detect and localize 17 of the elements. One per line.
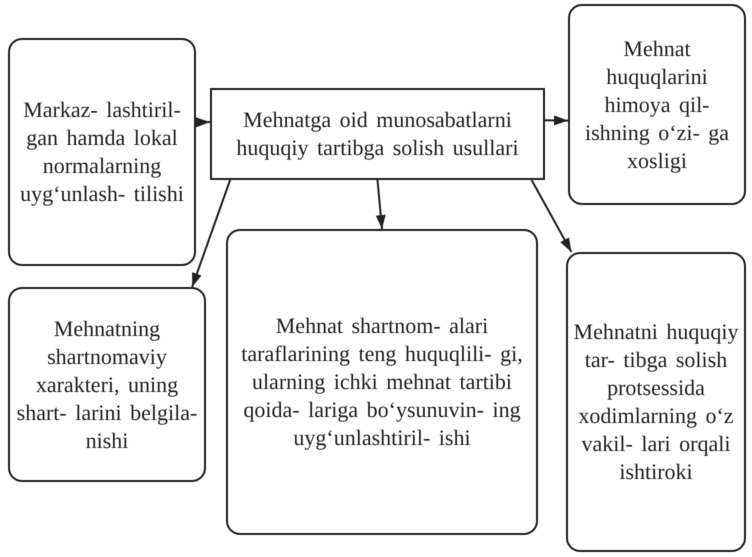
rounded-box (8, 287, 206, 482)
node-text: Mehnatning shartnomaviy xarakteri, uning shart- larini belgila- nishi (16, 314, 198, 454)
arrow (544, 115, 568, 126)
node-text: Mehnatga oid munosabatlarni huquqiy tartibga solish usullari (235, 106, 520, 162)
rounded-box (566, 252, 746, 552)
arrow (376, 180, 386, 230)
rounded-box (568, 4, 746, 205)
node-text: Markaz- lashtiril-gan hamda lokal normalarning uyg‘unlash- tilishi (19, 96, 185, 208)
arrow (191, 180, 232, 288)
rounded-box (8, 38, 196, 266)
process-box (210, 88, 545, 180)
arrow (530, 180, 572, 252)
node-text: Mehnat huquqlarini himoya qil- ishning o‘zi- ga xosligi (584, 34, 730, 174)
node-text: Mehnat shartnom- alari taraflarining teng huquqlili- gi, ularning ichki mehnat tartibi qoida- lariga bo‘ysunuvin- ing uyg‘unlashtiril- ishi (240, 312, 524, 452)
arrow (196, 117, 210, 128)
rounded-box (226, 229, 538, 535)
node-text: Mehnatni huquqiy tar- tibga solish protsessida xodimlarning o‘z vakil- lari orqali ishtiroki (572, 318, 740, 486)
